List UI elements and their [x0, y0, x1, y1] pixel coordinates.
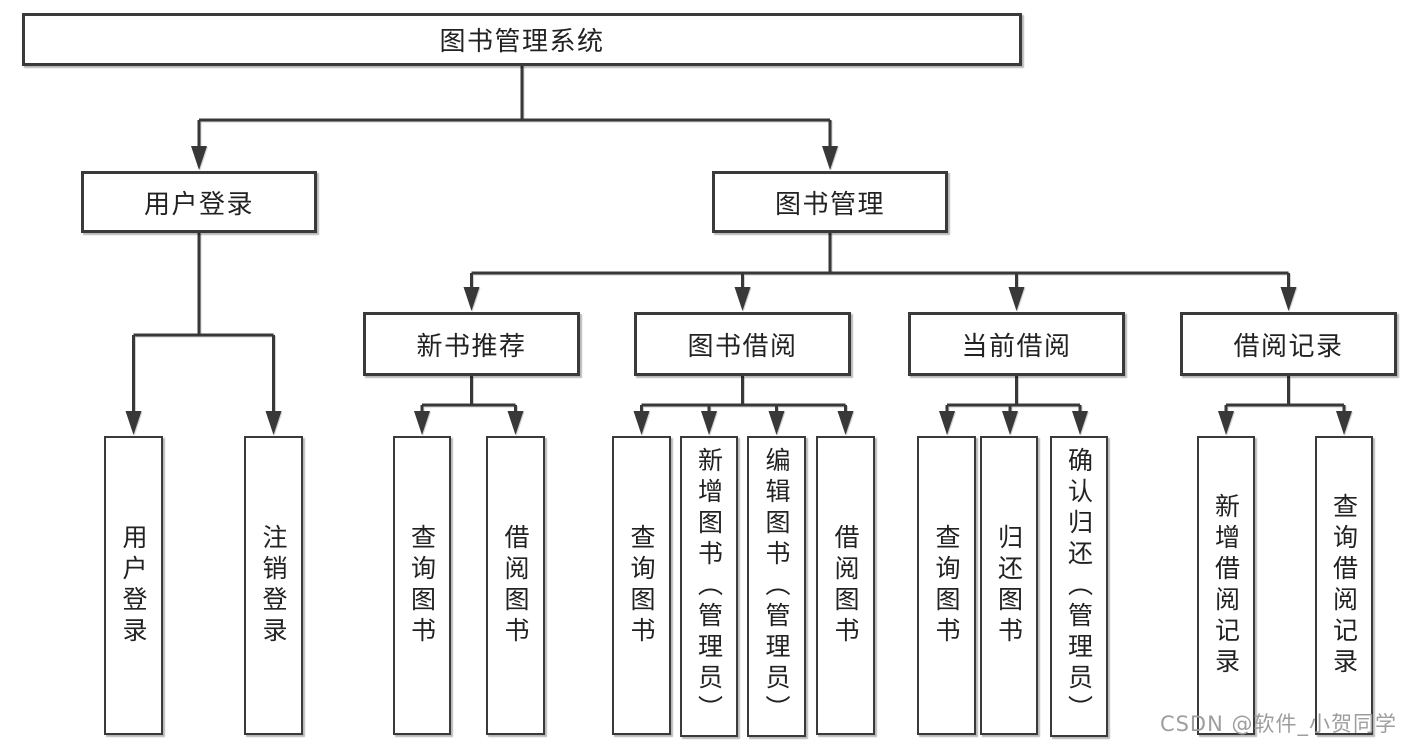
new-book-recommend-node: 新书推荐 — [363, 312, 580, 376]
book-borrow-node: 图书借阅 — [634, 312, 851, 376]
query-book-leaf-1-label: 查询图书 — [407, 523, 437, 648]
query-book-leaf-3: 查询图书 — [917, 436, 976, 735]
current-borrow-label: 当前借阅 — [961, 331, 1072, 362]
user-login-leaf-label: 用户登录 — [119, 523, 148, 648]
confirm-return-admin-leaf: 确认归还（管理员） — [1050, 436, 1108, 737]
query-book-leaf-3-label: 查询图书 — [932, 523, 961, 648]
system-root-label: 图书管理系统 — [439, 27, 605, 57]
add-book-admin-leaf: 新增图书（管理员） — [680, 436, 738, 737]
query-borrow-record-leaf-label: 查询借阅记录 — [1329, 492, 1359, 679]
book-management-label: 图书管理 — [774, 189, 885, 220]
current-borrow-node: 当前借阅 — [908, 312, 1125, 376]
borrow-book-leaf-2: 借阅图书 — [816, 436, 875, 735]
edit-book-admin-leaf-label: 编辑图书（管理员） — [762, 447, 791, 726]
query-book-leaf-1: 查询图书 — [393, 436, 451, 735]
borrow-book-leaf-1: 借阅图书 — [486, 436, 545, 735]
borrow-record-label: 借阅记录 — [1233, 331, 1344, 362]
book-management-node: 图书管理 — [712, 171, 948, 233]
book-borrow-label: 图书借阅 — [687, 331, 798, 362]
query-book-leaf-2: 查询图书 — [612, 436, 671, 735]
add-borrow-record-leaf-label: 新增借阅记录 — [1211, 492, 1241, 679]
system-root-node: 图书管理系统 — [22, 13, 1022, 66]
query-book-leaf-2-label: 查询图书 — [627, 523, 656, 648]
borrow-record-node: 借阅记录 — [1180, 312, 1397, 376]
watermark: CSDN @软件_小贺同学 — [1159, 712, 1397, 736]
return-book-leaf-label: 归还图书 — [994, 523, 1024, 648]
edit-book-admin-leaf: 编辑图书（管理员） — [747, 436, 806, 737]
add-book-admin-leaf-label: 新增图书（管理员） — [694, 447, 724, 726]
query-borrow-record-leaf: 查询借阅记录 — [1315, 436, 1373, 735]
user-login-leaf: 用户登录 — [104, 436, 163, 735]
logout-leaf: 注销登录 — [244, 436, 303, 735]
borrow-book-leaf-1-label: 借阅图书 — [501, 523, 530, 648]
add-borrow-record-leaf: 新增借阅记录 — [1197, 436, 1255, 735]
user-login-label: 用户登录 — [143, 189, 254, 220]
confirm-return-admin-leaf-label: 确认归还（管理员） — [1064, 447, 1094, 726]
borrow-book-leaf-2-label: 借阅图书 — [831, 523, 860, 648]
logout-leaf-label: 注销登录 — [259, 523, 288, 648]
return-book-leaf: 归还图书 — [980, 436, 1038, 735]
new-book-recommend-label: 新书推荐 — [416, 331, 527, 362]
user-login-node: 用户登录 — [81, 171, 317, 233]
